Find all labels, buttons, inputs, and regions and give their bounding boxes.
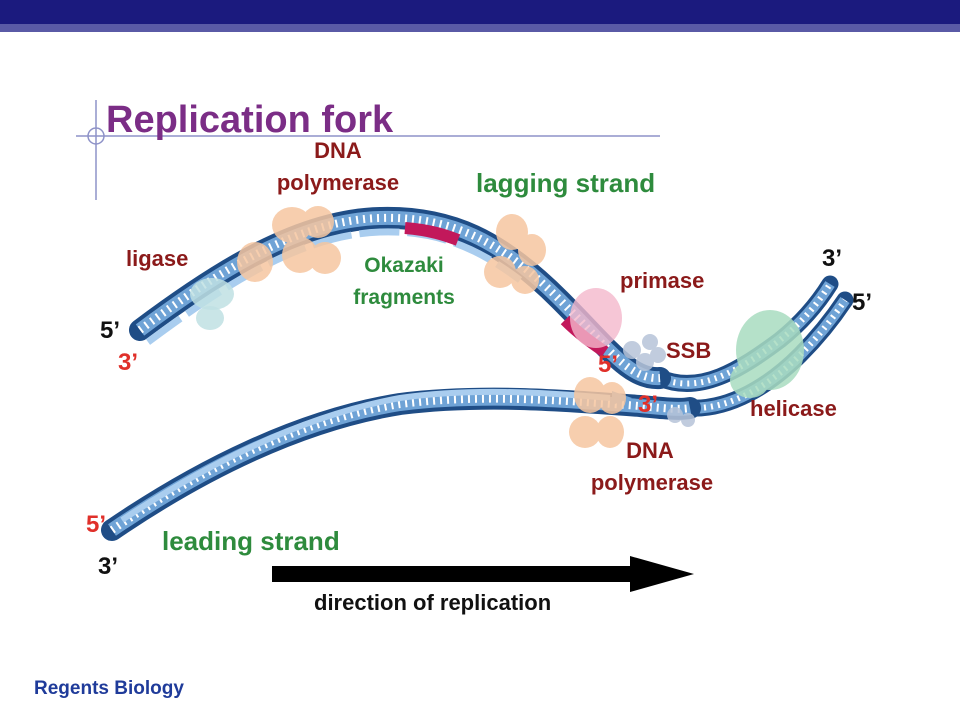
dna-polymerase-bottom-label-2: polymerase bbox=[591, 470, 713, 495]
dna-polymerase-mid-protein bbox=[484, 214, 546, 294]
dna-polymerase-top-label-1: DNA bbox=[314, 138, 362, 163]
lagging-left-3prime: 3’ bbox=[118, 349, 138, 376]
helicase-label: helicase bbox=[750, 396, 837, 421]
primase-protein bbox=[570, 288, 622, 348]
leading-mid-3prime: 3’ bbox=[638, 391, 658, 418]
footer-text: Regents Biology bbox=[34, 678, 184, 699]
parent-top-3prime: 3’ bbox=[822, 245, 842, 272]
ligase-protein bbox=[190, 278, 234, 330]
parent-top-5prime: 5’ bbox=[852, 289, 872, 316]
ligase-label: ligase bbox=[126, 246, 188, 271]
lagging-mid-5prime: 5’ bbox=[598, 351, 618, 378]
helicase-protein bbox=[730, 310, 804, 398]
rna-primer-okazaki bbox=[404, 222, 461, 246]
slide-title: Replication fork bbox=[106, 99, 394, 141]
ssb-proteins bbox=[623, 334, 695, 427]
dna-polymerase-bottom-label-1: DNA bbox=[626, 438, 674, 463]
leading-strand-label: leading strand bbox=[162, 526, 340, 556]
crosshair-circle bbox=[87, 127, 105, 145]
dna-polymerase-bottom-protein bbox=[569, 377, 626, 448]
dna-polymerase-top-label-2: polymerase bbox=[277, 170, 399, 195]
leading-strand-dna bbox=[101, 387, 701, 541]
lagging-left-5prime: 5’ bbox=[100, 317, 120, 344]
ssb-label: SSB bbox=[666, 338, 711, 363]
okazaki-label-1: Okazaki bbox=[364, 254, 443, 277]
top-banner-stripe bbox=[0, 24, 960, 32]
dna-polymerase-top-protein bbox=[237, 206, 341, 282]
top-banner bbox=[0, 0, 960, 24]
primase-label: primase bbox=[620, 268, 704, 293]
leading-left-3prime: 3’ bbox=[98, 553, 118, 580]
direction-label: direction of replication bbox=[314, 590, 551, 615]
leading-left-5prime: 5’ bbox=[86, 511, 106, 538]
okazaki-label-2: fragments bbox=[353, 286, 455, 309]
direction-arrow bbox=[272, 556, 694, 592]
lagging-strand-label: lagging strand bbox=[476, 168, 655, 198]
